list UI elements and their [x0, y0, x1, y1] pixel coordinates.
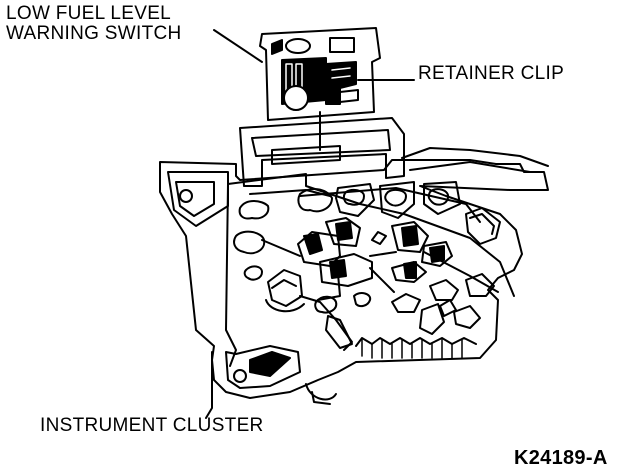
warning-switch-label-line2: WARNING SWITCH: [6, 23, 182, 44]
warning-switch: [259, 27, 381, 121]
instrument-cluster-label: INSTRUMENT CLUSTER: [40, 415, 264, 436]
leader-switch: [213, 29, 263, 63]
cluster-face: [225, 173, 515, 367]
warning-switch-label-line1: LOW FUEL LEVEL: [6, 3, 172, 24]
leader-cluster: [205, 351, 213, 419]
warning-switch-label: LOW FUEL LEVEL WARNING SWITCH: [6, 4, 182, 44]
retainer-clip: [325, 61, 357, 105]
retainer-clip-label: RETAINER CLIP: [418, 63, 565, 84]
switch-board: [259, 27, 381, 121]
leader-lines: [205, 29, 415, 419]
lower-mount: [225, 345, 337, 405]
figure-code: K24189-A: [514, 447, 608, 469]
